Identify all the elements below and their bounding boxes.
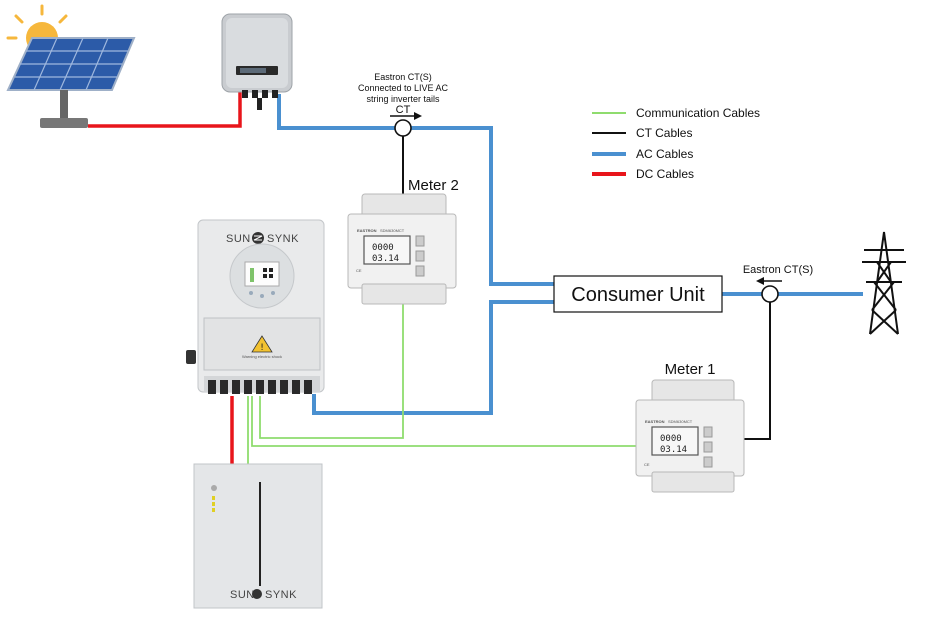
meter1-reading-top: 0000 <box>660 434 682 444</box>
inverter-warning-text: Warning electric shock <box>242 354 282 359</box>
meter1-brand: EASTRON <box>645 419 665 424</box>
meter1-model: SDM630MCT <box>668 419 693 424</box>
solar-panel-icon <box>6 37 136 128</box>
dc-cable-solar <box>88 92 242 128</box>
grid-ct-label: Eastron CT(S) <box>743 264 813 276</box>
meter2-label: Meter 2 <box>408 177 459 194</box>
battery-logo-icon <box>252 589 262 599</box>
meter2-model: SDM630MCT <box>380 228 405 233</box>
ct-note-line3: string inverter tails <box>366 94 440 104</box>
hybrid-inverter: SUN SYNK ! Warning electric shock <box>186 219 325 394</box>
warning-shock-icon: ! <box>251 335 273 353</box>
legend-label-ct: CT Cables <box>636 126 692 140</box>
consumer-unit-box <box>553 275 723 313</box>
ct-note-line1: Eastron CT(S) <box>374 72 432 82</box>
ct-note-line2: Connected to LIVE AC <box>358 83 449 93</box>
ct-clamp-grid <box>761 285 779 303</box>
ct-cable-meter1 <box>738 302 771 440</box>
svg-text:!: ! <box>260 343 264 353</box>
battery-unit: SUN SYNK <box>193 463 323 609</box>
comm-cable-meter1 <box>251 396 636 447</box>
ac-cable-string-inverter <box>277 94 554 286</box>
svg-text:CE: CE <box>356 268 362 273</box>
inverter-brand-right: SYNK <box>267 233 299 245</box>
comm-cable-meter2 <box>259 304 404 439</box>
legend-label-dc: DC Cables <box>636 167 694 181</box>
legend: Communication Cables CT Cables AC Cables… <box>592 106 760 181</box>
meter2-reading-bottom: 03.14 <box>372 254 399 264</box>
legend-label-ac: AC Cables <box>636 147 693 161</box>
ct-label: CT <box>396 104 411 116</box>
meter1-reading-bottom: 03.14 <box>660 445 687 455</box>
ct-clamp-string-inverter <box>394 119 412 137</box>
inverter-brand-left: SUN <box>226 233 251 245</box>
meter2-device: EASTRON SDM630MCT 0000 03.14 CE <box>347 193 457 305</box>
ct-arrow-right-icon <box>390 112 422 120</box>
meter1-device: EASTRON SDM630MCT 0000 03.14 CE <box>635 379 745 493</box>
consumer-unit-label: Consumer Unit <box>571 284 705 306</box>
battery-brand-right: SYNK <box>265 589 297 601</box>
string-inverter <box>221 13 293 110</box>
electricity-pylon-icon <box>862 231 906 335</box>
meter1-label: Meter 1 <box>665 361 716 378</box>
svg-text:CE: CE <box>644 462 650 467</box>
legend-label-comm: Communication Cables <box>636 106 760 120</box>
ct-arrow-left-icon <box>756 277 782 285</box>
battery-brand-left: SUN <box>230 589 255 601</box>
meter2-reading-top: 0000 <box>372 243 394 253</box>
ac-cable-hybrid-inverter <box>312 300 554 415</box>
sunsynk-logo-icon <box>252 232 264 244</box>
meter2-brand: EASTRON <box>357 228 377 233</box>
